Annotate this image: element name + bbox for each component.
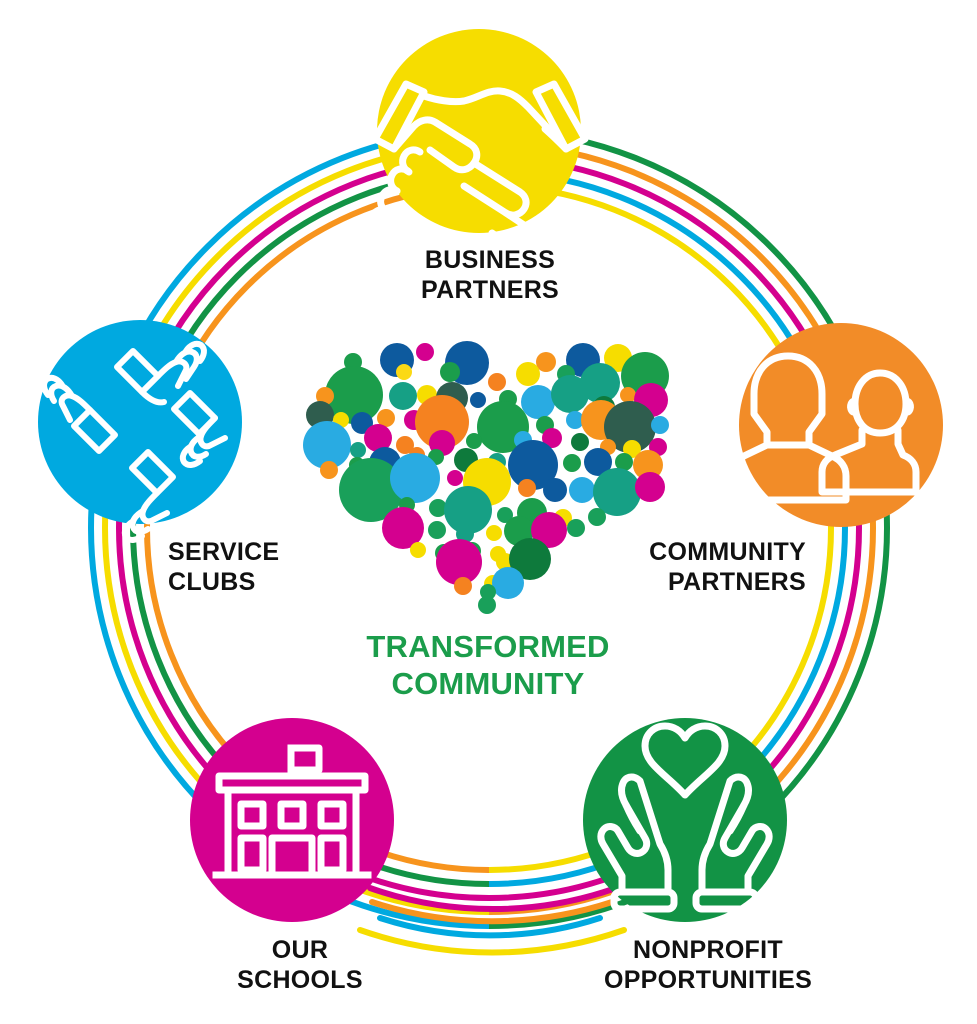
community-partners-circle[interactable] (739, 323, 943, 527)
node-community-partners[interactable] (726, 323, 943, 527)
label-service-clubs: SERVICE CLUBS (168, 538, 280, 596)
four-hands-icon (41, 340, 228, 543)
label-community-partners: COMMUNITY PARTNERS (649, 538, 806, 596)
label-our-schools: OUR SCHOOLS (237, 936, 363, 994)
node-service-clubs[interactable] (38, 320, 242, 543)
school-building-icon (212, 744, 372, 879)
node-nonprofit-opportunities[interactable] (583, 718, 787, 922)
two-people-icon (726, 352, 920, 504)
heart-of-circles-icon (303, 341, 669, 614)
business-partners-circle[interactable] (377, 29, 581, 233)
node-our-schools[interactable] (190, 718, 394, 922)
label-business-partners: BUSINESS PARTNERS (420, 246, 560, 304)
label-transformed-community: TRANSFORMED COMMUNITY (366, 629, 610, 702)
node-business-partners[interactable] (368, 29, 589, 272)
label-nonprofit-opportunities: NONPROFIT OPPORTUNITIES (603, 936, 813, 994)
handshake-icon (368, 80, 589, 272)
hands-heart-icon (597, 722, 773, 913)
nonprofit-circle[interactable] (583, 718, 787, 922)
